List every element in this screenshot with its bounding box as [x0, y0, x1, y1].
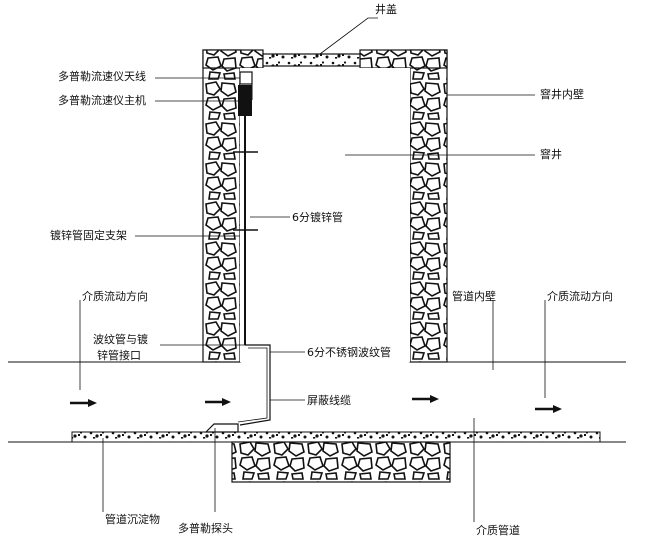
instrument-assembly — [204, 71, 271, 433]
label-sediment: 管道沉淀物 — [105, 512, 160, 526]
label-flow-left: 介质流动方向 — [82, 289, 148, 303]
label-inner-wall: 窨井内壁 — [540, 87, 584, 101]
antenna-shape — [239, 71, 253, 85]
label-manhole: 窨井 — [540, 147, 562, 161]
label-galv-pipe: 6分镀锌管 — [292, 210, 343, 224]
well-cover-shape — [262, 53, 361, 67]
label-host: 多普勒流速仪主机 — [58, 93, 146, 107]
pipe-walls — [8, 361, 626, 483]
label-pipe-inner-wall: 管道内壁 — [452, 289, 496, 303]
label-well-cover: 井盖 — [375, 2, 397, 16]
bellows-line — [239, 344, 271, 426]
label-connector-line1: 波纹管与镀 — [93, 332, 148, 346]
label-bracket: 镀锌管固定支架 — [50, 228, 127, 242]
leader-lines — [79, 17, 546, 522]
manhole-interior — [240, 68, 410, 362]
label-flow-right: 介质流动方向 — [547, 289, 613, 303]
label-antenna: 多普勒流速仪天线 — [58, 69, 146, 83]
label-probe: 多普勒探头 — [178, 521, 233, 535]
flow-arrow-icon — [70, 399, 97, 407]
flow-arrow-icon — [412, 395, 439, 403]
flow-arrow-icon — [535, 405, 562, 413]
manhole-walls — [202, 49, 448, 363]
label-shielded-cable: 屏蔽线缆 — [307, 393, 351, 407]
flow-arrow-icon — [205, 398, 231, 406]
top-slab-left — [202, 49, 264, 69]
flow-arrows — [70, 395, 562, 413]
leader-well-cover — [319, 17, 378, 55]
left-wall — [202, 49, 241, 363]
sediment-layer — [71, 431, 601, 443]
probe-shape — [204, 423, 239, 433]
top-slab-right — [359, 49, 448, 69]
labels: 井盖 多普勒流速仪天线 多普勒流速仪主机 窨井内壁 窨井 6分镀锌管 镀锌管固定… — [50, 2, 613, 537]
bottom-foundation — [231, 441, 451, 483]
bellows-line-inner — [237, 347, 268, 423]
label-bellows: 6分不锈钢波纹管 — [307, 345, 391, 359]
label-connector-line2: 锌管接口 — [97, 348, 141, 362]
label-medium-pipe: 介质管道 — [476, 523, 520, 537]
right-wall — [409, 49, 448, 363]
host-unit — [238, 85, 252, 116]
